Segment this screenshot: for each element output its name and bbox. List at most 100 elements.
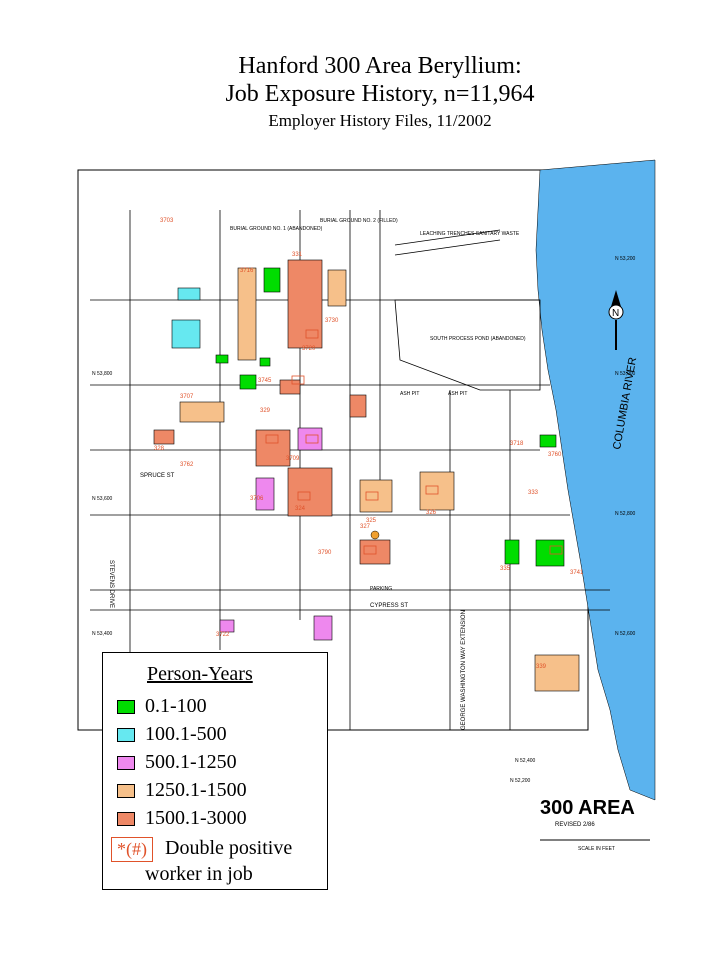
- columbia-river: [535, 159, 656, 801]
- area-title-block: 300 AREA REVISED 2/86 SCALE IN FEET: [540, 797, 650, 852]
- svg-text:339: 339: [536, 664, 547, 670]
- svg-text:N: N: [612, 308, 619, 319]
- building: [255, 429, 291, 467]
- building: [359, 479, 393, 513]
- svg-text:ASH PIT: ASH PIT: [400, 391, 419, 397]
- site-map: COLUMBIA RIVER N SOUTH PROCESS POND (ABA…: [77, 159, 656, 852]
- svg-text:REVISED 2/86: REVISED 2/86: [555, 822, 595, 828]
- building-number-labels: 3703 3716 331 3720 3730 3760 3745 3790 3…: [154, 218, 584, 670]
- building: [239, 374, 257, 390]
- svg-text:3722: 3722: [216, 632, 230, 638]
- svg-text:N 52,400: N 52,400: [515, 758, 536, 764]
- double-positive-label-2: worker in job: [145, 863, 253, 885]
- svg-text:BURIAL GROUND NO. 1 (ABANDONED: BURIAL GROUND NO. 1 (ABANDONED): [230, 226, 323, 232]
- svg-text:333: 333: [528, 490, 539, 496]
- building: [297, 427, 323, 451]
- building: [215, 354, 229, 364]
- legend-label: 1250.1-1500: [145, 779, 247, 801]
- legend-title: Person-Years: [147, 663, 253, 685]
- south-process-pond: [394, 299, 541, 391]
- svg-text:ASH PIT: ASH PIT: [448, 391, 467, 397]
- svg-text:324: 324: [295, 506, 306, 512]
- building: [263, 267, 281, 293]
- svg-text:3720: 3720: [302, 346, 316, 352]
- building: [539, 434, 557, 448]
- legend-swatch: [117, 784, 135, 798]
- legend-swatch: [117, 756, 135, 770]
- legend-swatch: [117, 812, 135, 826]
- building: [504, 539, 520, 565]
- svg-text:SCALE IN FEET: SCALE IN FEET: [578, 846, 615, 852]
- svg-text:3718: 3718: [510, 441, 524, 447]
- svg-text:N 52,600: N 52,600: [615, 631, 636, 637]
- building: [349, 394, 367, 418]
- svg-text:3707: 3707: [180, 394, 194, 400]
- double-positive-marker: *(#): [111, 837, 153, 862]
- svg-text:N 52,800: N 52,800: [615, 511, 636, 517]
- svg-text:300 AREA: 300 AREA: [540, 797, 635, 819]
- svg-text:3741: 3741: [570, 570, 584, 576]
- building: [179, 401, 225, 423]
- building: [279, 379, 301, 395]
- svg-text:CYPRESS ST: CYPRESS ST: [370, 603, 408, 609]
- svg-text:BURIAL GROUND NO. 2 (FILLED): BURIAL GROUND NO. 2 (FILLED): [320, 218, 398, 224]
- building: [171, 319, 201, 349]
- building: [313, 615, 333, 641]
- building: [534, 654, 580, 692]
- svg-text:3745: 3745: [258, 378, 272, 384]
- legend: Person-Years 0.1-100 100.1-500 500.1-125…: [102, 652, 328, 890]
- svg-text:3762: 3762: [180, 462, 194, 468]
- map-title-line-1: Hanford 300 Area Beryllium:: [238, 53, 522, 79]
- building: [259, 357, 271, 367]
- svg-text:3790: 3790: [318, 550, 332, 556]
- svg-text:327: 327: [360, 524, 371, 530]
- svg-text:328: 328: [154, 446, 165, 452]
- svg-text:N 53,000: N 53,000: [615, 371, 636, 377]
- svg-text:3709: 3709: [286, 456, 300, 462]
- building: [287, 259, 323, 349]
- svg-text:3703: 3703: [160, 218, 174, 224]
- legend-label: 500.1-1250: [145, 751, 237, 773]
- north-arrow-icon: N: [608, 290, 624, 350]
- svg-text:N 53,800: N 53,800: [92, 371, 113, 377]
- svg-text:335: 335: [500, 566, 511, 572]
- svg-text:GEORGE WASHINGTON WAY EXTENSIO: GEORGE WASHINGTON WAY EXTENSION: [461, 610, 467, 730]
- building: [359, 539, 391, 565]
- map-title-line-2: Job Exposure History, n=11,964: [225, 81, 535, 107]
- leaching-trenches: [394, 229, 501, 256]
- legend-label: 1500.1-3000: [145, 807, 247, 829]
- legend-label: 0.1-100: [145, 695, 207, 717]
- building: [177, 287, 201, 301]
- map-subtitle: Employer History Files, 11/2002: [268, 111, 492, 130]
- double-positive-markers: [265, 329, 563, 555]
- svg-text:SOUTH PROCESS POND (ABANDONED): SOUTH PROCESS POND (ABANDONED): [430, 336, 526, 342]
- svg-text:329: 329: [260, 408, 271, 414]
- svg-text:3760: 3760: [548, 452, 562, 458]
- svg-text:326: 326: [426, 510, 437, 516]
- legend-label: 100.1-500: [145, 723, 227, 745]
- svg-text:331: 331: [292, 252, 303, 258]
- svg-text:LEACHING TRENCHES SANITARY WAS: LEACHING TRENCHES SANITARY WASTE: [420, 231, 520, 237]
- legend-swatch: [117, 728, 135, 742]
- highlighted-building: [370, 530, 380, 540]
- svg-text:SPRUCE ST: SPRUCE ST: [140, 473, 175, 479]
- building: [419, 471, 455, 511]
- building: [327, 269, 347, 307]
- svg-text:325: 325: [366, 518, 377, 524]
- svg-text:N 53,400: N 53,400: [92, 631, 113, 637]
- svg-text:N 52,200: N 52,200: [510, 778, 531, 784]
- legend-swatch: [117, 700, 135, 714]
- svg-text:N 53,600: N 53,600: [92, 496, 113, 502]
- title-block: Hanford 300 Area Beryllium: Job Exposure…: [0, 52, 720, 132]
- building: [255, 477, 275, 511]
- building: [153, 429, 175, 445]
- building: [219, 619, 235, 633]
- svg-text:PARKING: PARKING: [370, 586, 392, 592]
- buildings: [153, 259, 580, 692]
- svg-text:STEVENS DRIVE: STEVENS DRIVE: [108, 560, 114, 608]
- svg-text:3730: 3730: [325, 318, 339, 324]
- svg-text:3716: 3716: [240, 268, 254, 274]
- double-positive-label: Double positive: [165, 837, 293, 859]
- svg-text:3706: 3706: [250, 496, 264, 502]
- building: [237, 267, 257, 361]
